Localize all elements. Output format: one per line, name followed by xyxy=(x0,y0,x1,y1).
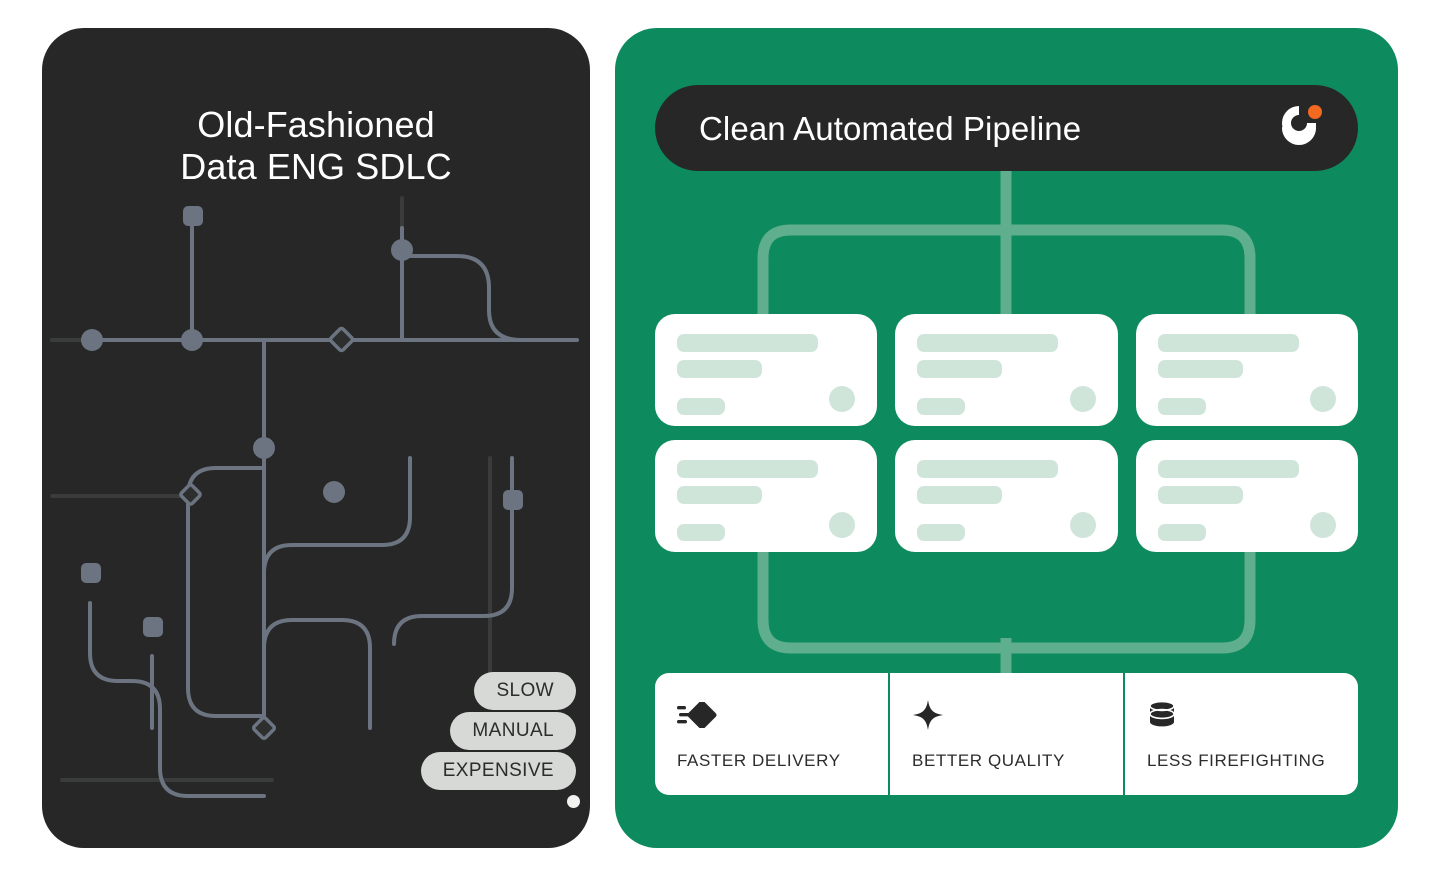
card-skeleton-line-secondary xyxy=(1157,486,1243,504)
card-skeleton-pill xyxy=(1157,524,1206,541)
legacy-node-circle xyxy=(323,481,345,503)
card-skeleton-avatar xyxy=(1309,386,1336,412)
pipeline-card[interactable] xyxy=(895,314,1118,426)
card-skeleton-line-primary xyxy=(917,334,1059,352)
benefit-faster-delivery[interactable]: FASTER DELIVERY xyxy=(655,673,888,795)
decorative-dot xyxy=(567,795,580,808)
legacy-node-circle xyxy=(181,329,203,351)
tag-manual[interactable]: MANUAL xyxy=(450,712,576,750)
card-skeleton-avatar xyxy=(829,386,856,412)
card-skeleton-pill xyxy=(677,524,725,541)
speed-icon xyxy=(677,695,888,735)
card-skeleton-avatar xyxy=(1309,512,1336,538)
card-skeleton-pill xyxy=(1157,398,1206,415)
tag-slow[interactable]: SLOW xyxy=(474,672,576,710)
card-skeleton-line-secondary xyxy=(1157,360,1243,378)
card-skeleton-line-primary xyxy=(1157,460,1299,478)
benefit-label: FASTER DELIVERY xyxy=(677,751,841,770)
pipeline-header: Clean Automated Pipeline xyxy=(655,85,1358,171)
clean-pipeline-panel: Clean Automated Pipeline xyxy=(615,28,1398,848)
benefit-better-quality[interactable]: BETTER QUALITY xyxy=(888,673,1123,795)
pipeline-card[interactable] xyxy=(1135,440,1358,552)
card-skeleton-pill xyxy=(917,524,966,541)
pipeline-card-grid xyxy=(655,314,1358,552)
pipeline-card[interactable] xyxy=(1135,314,1358,426)
legacy-node-diamond xyxy=(251,715,277,741)
card-skeleton-line-primary xyxy=(917,460,1059,478)
benefit-label: BETTER QUALITY xyxy=(912,751,1065,770)
logo-accent-dot xyxy=(1308,105,1322,119)
card-skeleton-line-primary xyxy=(677,334,818,352)
legacy-node-circle xyxy=(253,437,275,459)
pipeline-card[interactable] xyxy=(655,314,878,426)
card-skeleton-avatar xyxy=(1069,512,1096,538)
card-skeleton-line-primary xyxy=(1157,334,1299,352)
pipeline-card[interactable] xyxy=(895,440,1118,552)
legacy-node-circle xyxy=(391,239,413,261)
tag-expensive[interactable]: EXPENSIVE xyxy=(420,752,576,790)
legacy-node-square xyxy=(503,490,523,510)
card-skeleton-avatar xyxy=(1069,386,1096,412)
legacy-node-square xyxy=(143,617,163,637)
legacy-wire-diagram xyxy=(50,196,579,798)
card-skeleton-line-secondary xyxy=(677,360,762,378)
legacy-node-circle xyxy=(81,329,103,351)
card-skeleton-line-secondary xyxy=(917,486,1003,504)
legacy-node-diamond xyxy=(179,483,202,506)
card-skeleton-line-secondary xyxy=(677,486,762,504)
card-skeleton-line-secondary xyxy=(917,360,1003,378)
database-icon xyxy=(1147,695,1358,735)
benefits-strip: FASTER DELIVERY BETTER QUALITY xyxy=(655,673,1358,795)
card-skeleton-pill xyxy=(677,398,725,415)
legacy-node-square xyxy=(183,206,203,226)
page-title: Old-Fashioned Data ENG SDLC xyxy=(180,104,452,187)
sparkle-icon xyxy=(912,695,1123,735)
legacy-node-diamond xyxy=(328,326,355,353)
problem-tag-list: SLOW MANUAL EXPENSIVE xyxy=(420,672,580,808)
legacy-node-square xyxy=(81,563,101,583)
pipeline-card[interactable] xyxy=(655,440,878,552)
benefit-less-firefighting[interactable]: LESS FIREFIGHTING xyxy=(1123,673,1358,795)
pipeline-header-title: Clean Automated Pipeline xyxy=(699,109,1082,147)
benefit-label: LESS FIREFIGHTING xyxy=(1147,751,1326,770)
card-skeleton-pill xyxy=(917,398,966,415)
old-fashioned-panel: Old-Fashioned Data ENG SDLC SLOW MANUAL … xyxy=(42,28,590,848)
card-skeleton-avatar xyxy=(829,512,856,538)
card-skeleton-line-primary xyxy=(677,460,818,478)
brand-g-logo[interactable] xyxy=(1274,102,1324,154)
